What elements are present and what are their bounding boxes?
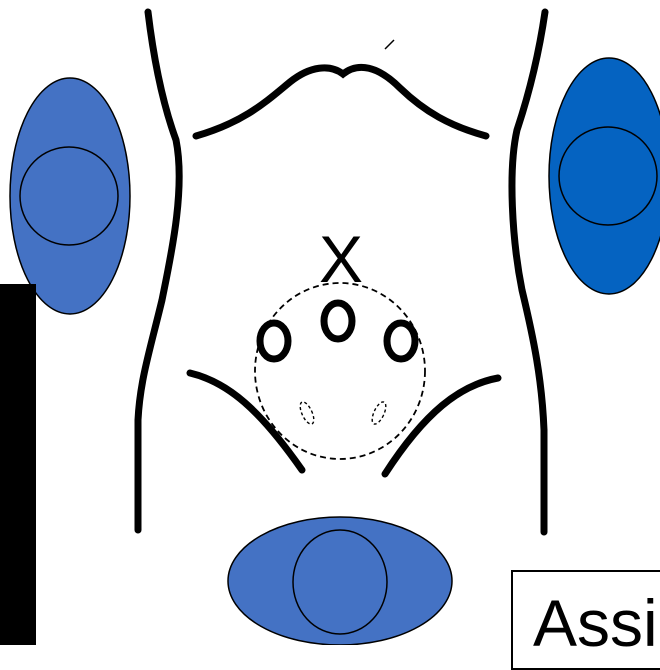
right-ovary-dashed bbox=[369, 400, 388, 426]
bottom-electrode-pad bbox=[228, 517, 452, 645]
torso-right-outline bbox=[512, 12, 545, 532]
rib-cage-curve bbox=[196, 67, 486, 136]
right-electrode-pad bbox=[549, 58, 660, 294]
pelvic-dashed-circle bbox=[255, 283, 425, 459]
port-right-circle bbox=[387, 323, 415, 359]
label-box: Assi bbox=[511, 570, 660, 670]
side-black-bar bbox=[0, 284, 36, 645]
x-marker: X bbox=[319, 222, 363, 296]
port-left-circle bbox=[260, 323, 288, 359]
left-groin-line bbox=[190, 373, 302, 470]
abdomen-diagram: X bbox=[0, 0, 660, 645]
left-ovary-dashed bbox=[297, 400, 316, 426]
label-text: Assi bbox=[533, 590, 658, 656]
tick-mark bbox=[385, 40, 394, 49]
right-groin-line bbox=[385, 378, 498, 474]
port-center-circle bbox=[324, 303, 352, 339]
torso-left-outline bbox=[138, 12, 179, 530]
left-electrode-pad bbox=[10, 78, 130, 314]
